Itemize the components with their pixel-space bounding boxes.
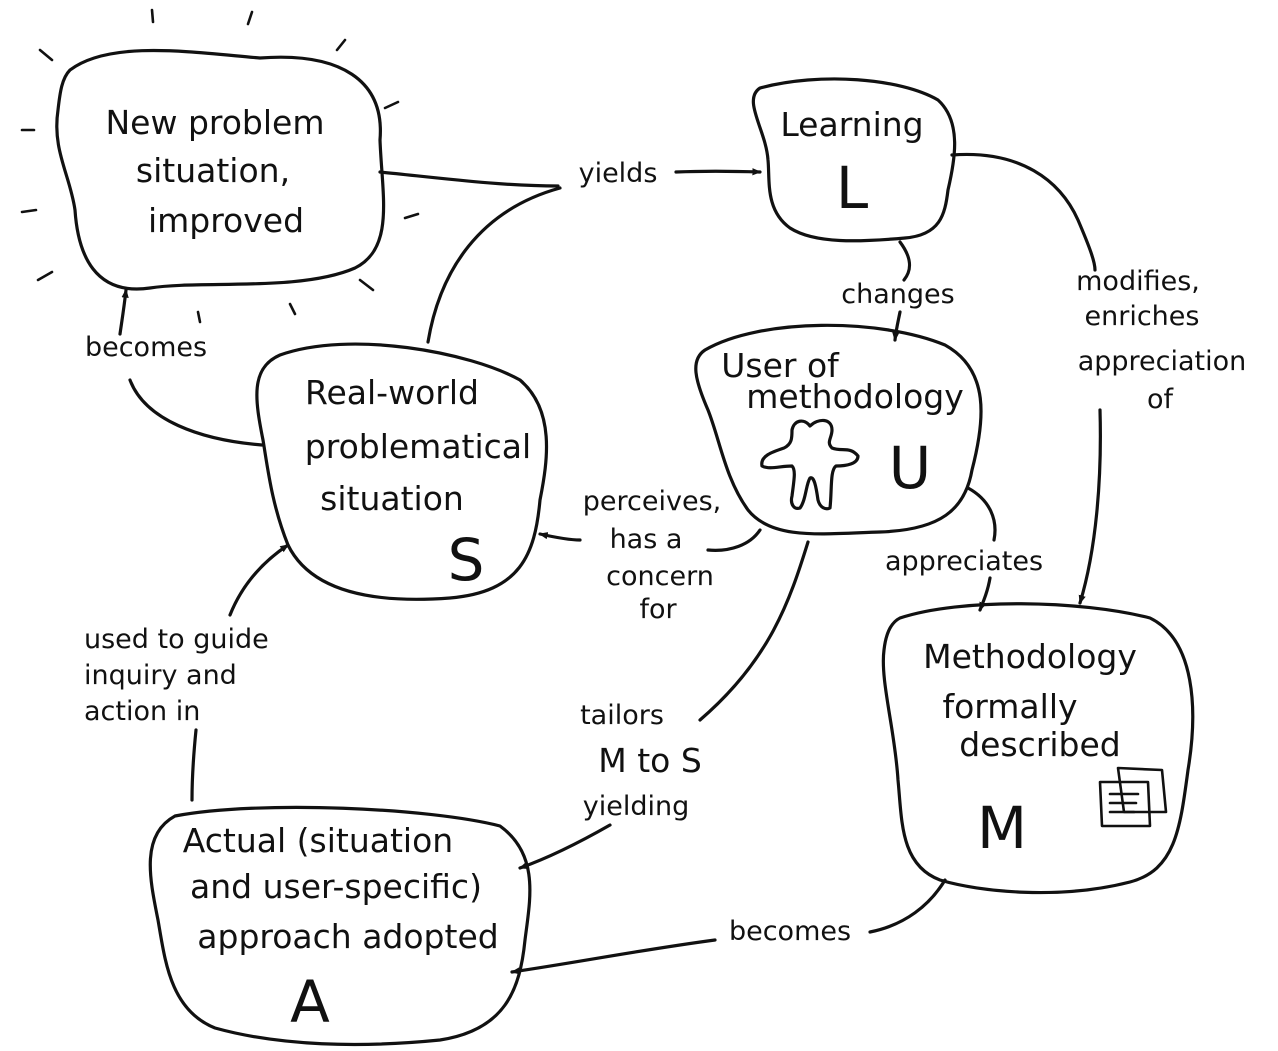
edge-user-to-perceives [706, 528, 762, 552]
new-problem-blob [55, 48, 386, 291]
svg-text:appreciation: appreciation [1078, 346, 1247, 377]
svg-text:yielding: yielding [583, 791, 689, 822]
approach-blob [148, 805, 532, 1047]
edge-yields-to-learning [674, 168, 762, 176]
methodology-blob [881, 602, 1195, 895]
svg-text:approach adopted: approach adopted [197, 917, 498, 956]
edge-user-to-appreciates [966, 486, 997, 542]
svg-text:Methodology: Methodology [923, 637, 1137, 676]
svg-text:inquiry and: inquiry and [84, 660, 237, 691]
svg-text:used to guide: used to guide [84, 624, 269, 655]
real-world-blob [255, 342, 549, 601]
perceives-label: perceives, has a concern for [583, 486, 721, 625]
modifies-label: modifies, enriches appreciation of [1076, 266, 1246, 415]
svg-text:modifies,: modifies, [1076, 266, 1200, 297]
svg-text:for: for [639, 594, 677, 625]
becomes-bottom-label: becomes [729, 916, 851, 947]
svg-text:methodology: methodology [746, 377, 963, 416]
document-icon [1098, 766, 1168, 828]
methodology-label: Methodology formally described M [923, 637, 1137, 862]
edge-learning-to-changes [898, 240, 912, 282]
tailors-label: tailors M to S yielding [580, 700, 702, 822]
svg-text:of: of [1147, 384, 1175, 415]
learning-label: Learning L [780, 105, 923, 222]
edge-tailors-to-approach [518, 823, 612, 870]
svg-text:situation,: situation, [136, 151, 290, 190]
svg-text:New problem: New problem [105, 103, 324, 142]
svg-text:has a: has a [610, 524, 683, 555]
edge-modifies-to-methodology [1078, 408, 1102, 605]
edge-real-world-to-becomes [128, 378, 264, 447]
svg-text:A: A [290, 968, 330, 1036]
svg-text:concern: concern [606, 561, 714, 592]
svg-text:S: S [448, 526, 485, 594]
svg-text:formally: formally [942, 687, 1077, 726]
svg-text:L: L [836, 154, 868, 222]
edge-appreciates-to-methodology [978, 576, 992, 612]
svg-text:perceives,: perceives, [583, 486, 721, 517]
svg-text:and user-specific): and user-specific) [190, 867, 482, 906]
svg-text:M: M [977, 794, 1027, 862]
becomes-top-label: becomes [85, 332, 207, 363]
svg-text:described: described [959, 725, 1121, 764]
learning-blob [751, 77, 957, 243]
sun-rays-icon [20, 8, 420, 324]
svg-text:improved: improved [148, 201, 304, 240]
edge-real-world-to-yields [426, 186, 562, 344]
appreciates-label: appreciates [885, 546, 1043, 577]
svg-text:Actual (situation: Actual (situation [183, 821, 453, 860]
svg-text:Real-world: Real-world [305, 373, 479, 412]
svg-text:becomes: becomes [85, 332, 207, 363]
svg-text:appreciates: appreciates [885, 546, 1043, 577]
real-world-label: Real-world problematical situation S [305, 373, 531, 594]
user-label: User of methodology U [721, 346, 963, 502]
person-icon [760, 418, 860, 511]
approach-label: Actual (situation and user-specific) app… [183, 821, 499, 1036]
svg-text:M to S: M to S [598, 741, 702, 780]
edge-new-problem-to-yields [378, 170, 560, 188]
used-to-guide-label: used to guide inquiry and action in [84, 624, 269, 727]
edge-perceives-to-real-world [538, 532, 582, 542]
edge-user-to-tailors [698, 540, 810, 722]
edge-learning-to-modifies [950, 152, 1097, 272]
user-blob [694, 323, 983, 536]
changes-label: changes [841, 279, 954, 310]
svg-text:problematical: problematical [305, 427, 531, 466]
edge-changes-to-user [892, 310, 902, 342]
svg-text:situation: situation [320, 479, 464, 518]
svg-text:tailors: tailors [580, 700, 664, 731]
yields-label: yields [579, 158, 658, 189]
edge-methodology-to-becomes [868, 878, 947, 934]
edge-used-to-real-world [228, 543, 290, 617]
edge-approach-to-used [190, 728, 198, 802]
svg-text:changes: changes [841, 279, 954, 310]
svg-text:becomes: becomes [729, 916, 851, 947]
edge-becomes-to-approach [510, 938, 717, 975]
svg-text:U: U [889, 434, 931, 502]
svg-text:enriches: enriches [1085, 301, 1200, 332]
svg-text:User of: User of [721, 346, 840, 385]
svg-text:Learning: Learning [780, 105, 923, 144]
edge-becomes-to-new-problem [118, 288, 129, 336]
svg-text:yields: yields [579, 158, 658, 189]
svg-text:action in: action in [84, 696, 200, 727]
new-problem-label: New problem situation, improved [105, 103, 324, 240]
